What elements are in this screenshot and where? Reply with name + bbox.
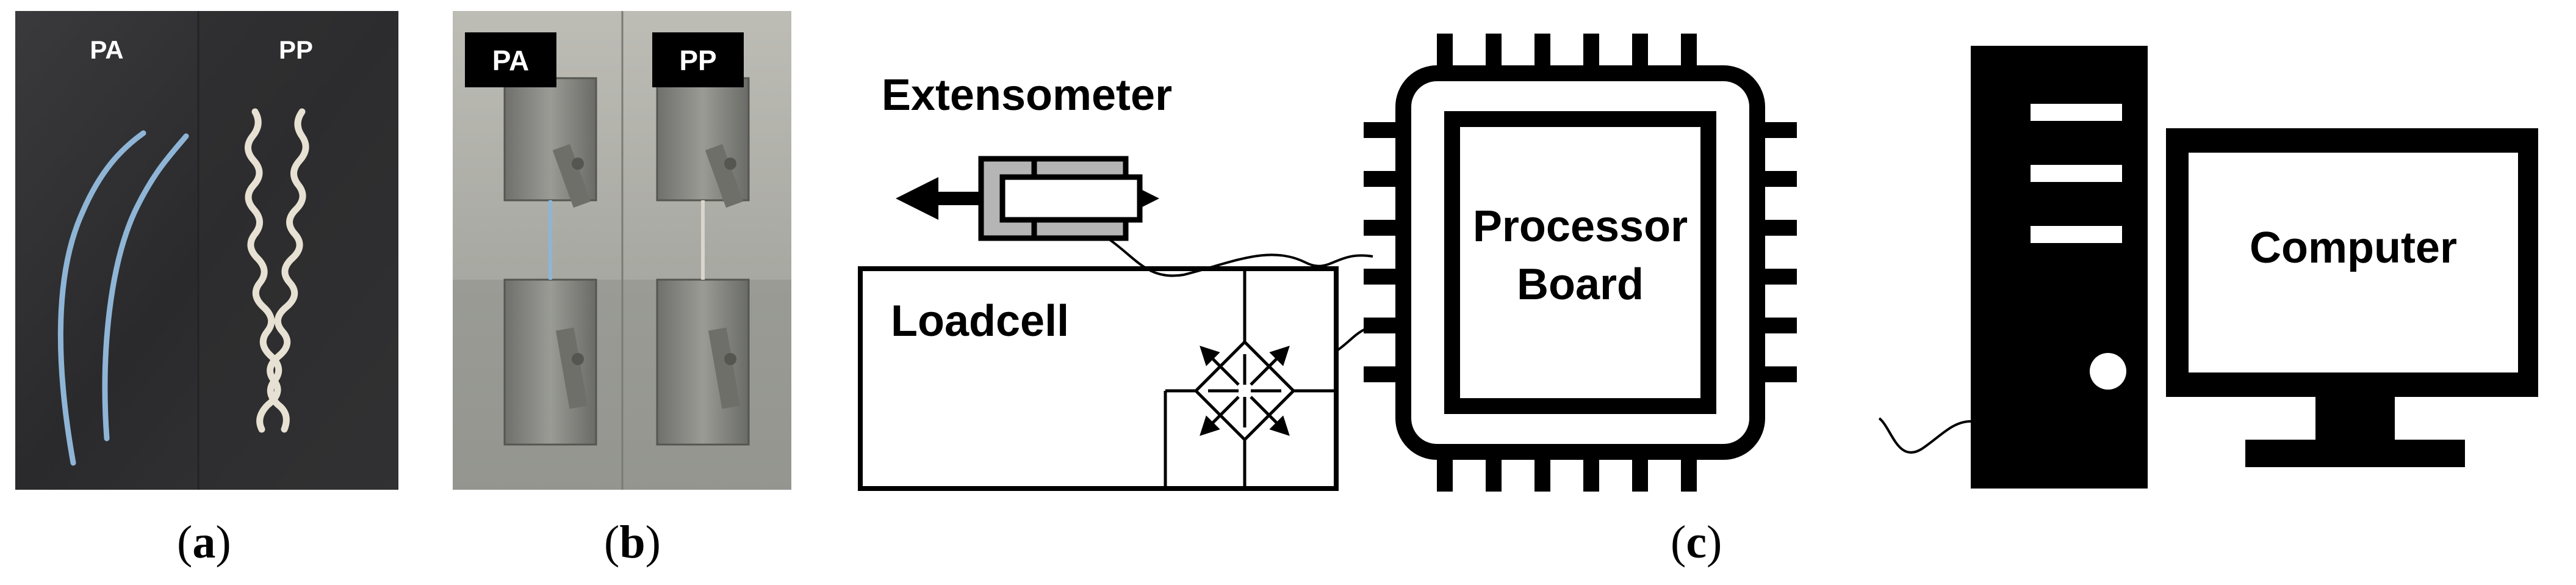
caption-c: (c) <box>1671 517 1722 568</box>
extensometer-label: Extensometer <box>882 71 1172 120</box>
photo-panel-a: PA PP <box>15 11 398 490</box>
caption-b: (b) <box>604 517 661 568</box>
pa-fiber-1 <box>57 130 146 466</box>
pa-label-box <box>465 32 556 87</box>
photo-panel-b: PA PP <box>453 11 791 490</box>
extensometer-icon <box>896 156 1159 241</box>
processor-board-icon <box>1364 34 1797 492</box>
processor-label-line2: Board <box>1517 260 1644 309</box>
pp-label-box <box>652 32 744 87</box>
extensometer-wire <box>1106 237 1373 277</box>
grip-photo: PA PP <box>453 11 791 490</box>
pp-label: PP <box>679 45 716 76</box>
pa-label: PA <box>492 45 530 76</box>
pp-fiber-2 <box>256 108 309 433</box>
caption-b-letter: b <box>619 517 646 568</box>
fiber-photo: PA PP <box>15 11 398 490</box>
caption-a: (a) <box>177 517 231 568</box>
schematic-panel-c: Extensometer Loadcell <box>842 0 2576 582</box>
loadcell-label: Loadcell <box>891 297 1069 346</box>
processor-label-line1: Processor <box>1473 202 1688 251</box>
computer-wire <box>1878 417 1971 454</box>
measurement-schematic: Extensometer Loadcell <box>858 34 2538 492</box>
pa-fiber-2 <box>102 133 189 441</box>
computer-tower-icon <box>1971 46 2148 489</box>
monitor-icon <box>2157 122 2538 467</box>
pa-label: PA <box>90 35 123 64</box>
computer-label: Computer <box>2250 223 2457 272</box>
caption-a-letter: a <box>192 517 216 568</box>
strain-gauge-icon <box>1164 269 1336 489</box>
pp-label: PP <box>279 35 313 64</box>
caption-c-letter: c <box>1686 517 1707 568</box>
